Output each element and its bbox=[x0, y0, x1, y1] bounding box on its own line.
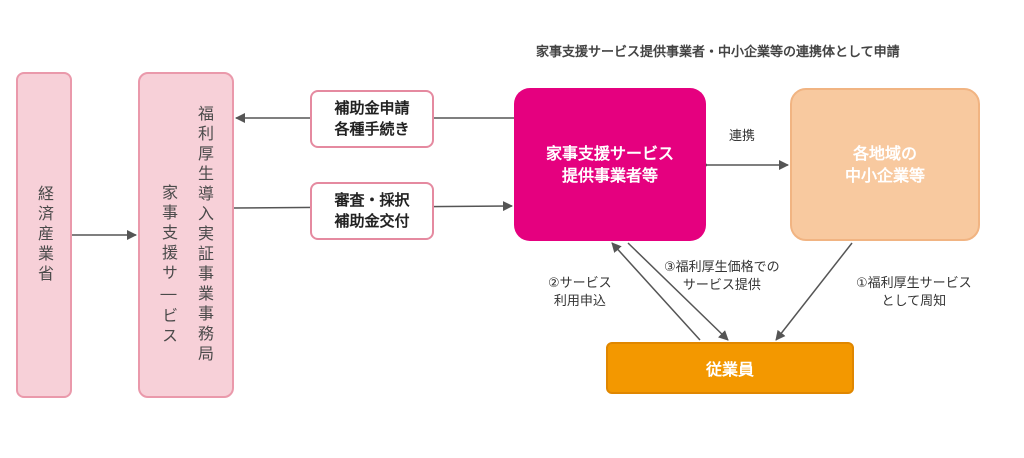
arrow-employee-to-provider bbox=[611, 242, 701, 341]
arrow-provider-to-employee bbox=[627, 242, 729, 341]
apply-procedures-label: 補助金申請 各種手続き bbox=[310, 90, 434, 148]
apply-service-label: ②サービス 利用申込 bbox=[548, 276, 612, 309]
provider-box: 家事支援サービス 提供事業者等 bbox=[514, 88, 706, 241]
sme-box: 各地域の 中小企業等 bbox=[790, 88, 980, 241]
office-box: 家事支援サ―ビス 福利厚生導入実証事業事務局 bbox=[138, 72, 234, 398]
meti-box: 経済産業省 bbox=[16, 72, 72, 398]
notify-label: ①福利厚生サービス として周知 bbox=[856, 276, 972, 309]
review-grant-label: 審査・採択 補助金交付 bbox=[310, 182, 434, 240]
meti-label: 経済産業省 bbox=[35, 185, 54, 285]
provide-service-label: ③福利厚生価格での サービス提供 bbox=[664, 260, 780, 293]
office-label-line1: 福利厚生導入実証事業事務局 bbox=[195, 105, 214, 365]
link-label: 連携 bbox=[729, 129, 756, 144]
arrow-sme-to-employee bbox=[775, 242, 853, 341]
top-caption: 家事支援サービス提供事業者・中小企業等の連携体として申請 bbox=[536, 45, 900, 60]
office-label-line2: 家事支援サ―ビス bbox=[159, 183, 178, 347]
employee-box: 従業員 bbox=[606, 342, 854, 394]
